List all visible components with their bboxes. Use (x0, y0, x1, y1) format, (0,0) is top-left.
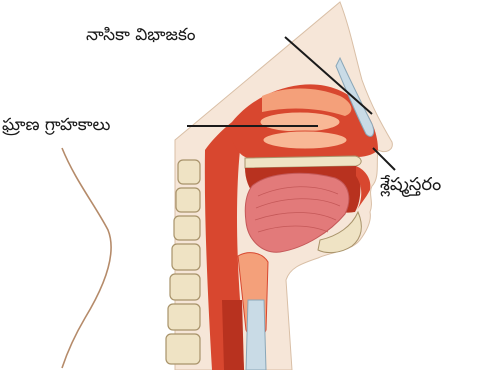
hard-palate (245, 156, 361, 168)
label-olfactory-receptors: ఘ్రాణ గ్రాహకాలు (2, 117, 110, 134)
head-outline (62, 148, 111, 368)
vertebral-column (166, 160, 200, 364)
esophagus (222, 300, 244, 370)
trachea (246, 300, 266, 370)
label-mucous-membrane: శ్లేష్మస్తరం (380, 176, 441, 194)
nasal-turbinates (260, 89, 351, 150)
label-nasal-septum: నాసికా విభాజకం (86, 27, 195, 44)
